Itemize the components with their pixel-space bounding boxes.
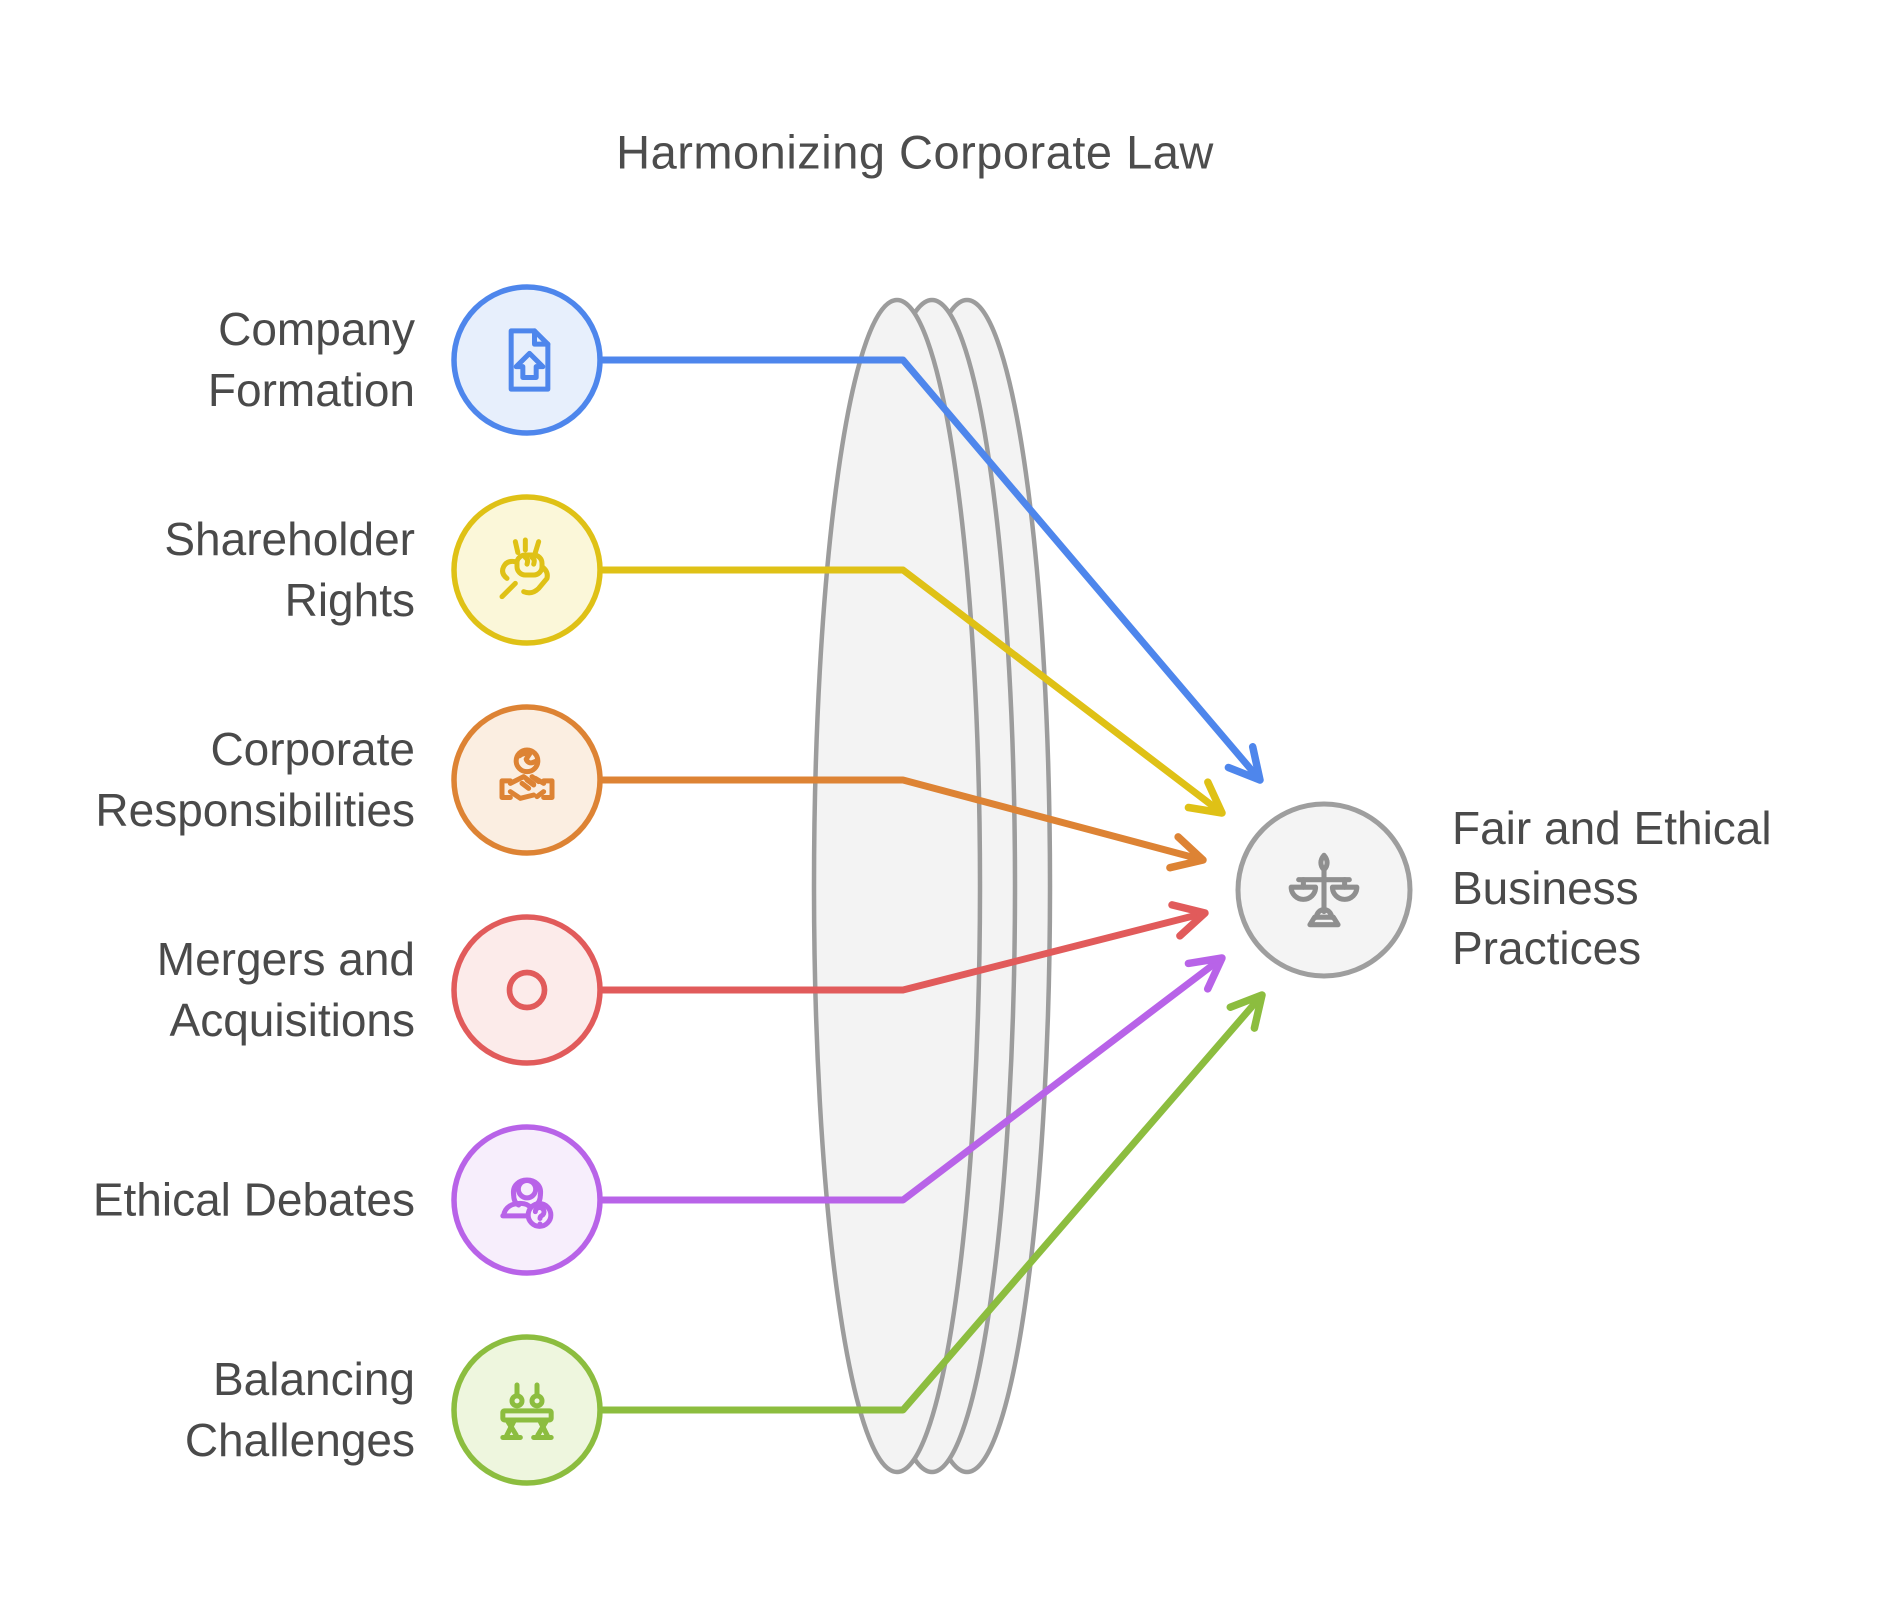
lens-shape xyxy=(811,297,1053,1475)
icon-circle-mergers-acquisitions xyxy=(451,914,603,1066)
hands-unity-icon xyxy=(499,537,550,600)
label-outcome: Fair and Ethical Business Practices xyxy=(1452,802,1772,974)
arrowhead-company-formation xyxy=(1224,743,1264,784)
arrowhead-balancing-challenges xyxy=(1226,991,1266,1032)
label-shareholder-rights: Shareholder Rights xyxy=(164,513,415,626)
item-icons xyxy=(451,284,603,1486)
connector-ethical-debates xyxy=(598,954,1226,1204)
connector-balancing-challenges xyxy=(598,991,1266,1414)
label-corporate-responsibilities: Corporate Responsibilities xyxy=(95,723,415,836)
connector-company-formation xyxy=(598,356,1264,784)
label-balancing-challenges: Balancing Challenges xyxy=(184,1353,415,1466)
document-home-icon xyxy=(508,328,551,392)
balance-beam-icon xyxy=(500,1382,554,1441)
person-question-icon xyxy=(500,1177,554,1229)
label-ethical-debates: Ethical Debates xyxy=(92,1173,415,1226)
arrowhead-shareholder-rights xyxy=(1184,778,1226,817)
connectors xyxy=(598,356,1266,1414)
scales-of-justice-icon xyxy=(1288,852,1360,928)
arrowhead-corporate-responsibilities xyxy=(1166,833,1207,872)
label-company-formation: Company Formation xyxy=(207,303,415,416)
arrowhead-mergers-acquisitions xyxy=(1168,901,1209,940)
lens-front-ellipse xyxy=(811,297,983,1475)
label-mergers-acquisitions: Mergers and Acquisitions xyxy=(156,933,415,1046)
icon-circle-shareholder-rights xyxy=(451,494,603,646)
icon-circle-company-formation xyxy=(451,284,603,436)
outcome-node xyxy=(1235,801,1413,979)
ring-icon xyxy=(506,969,548,1011)
connector-shareholder-rights xyxy=(598,566,1226,817)
connector-corporate-responsibilities xyxy=(598,776,1207,864)
diagram-title: Harmonizing Corporate Law xyxy=(616,125,1214,179)
arrowhead-ethical-debates xyxy=(1184,954,1226,993)
handshake-globe-icon xyxy=(499,747,555,801)
connector-mergers-acquisitions xyxy=(598,909,1209,994)
